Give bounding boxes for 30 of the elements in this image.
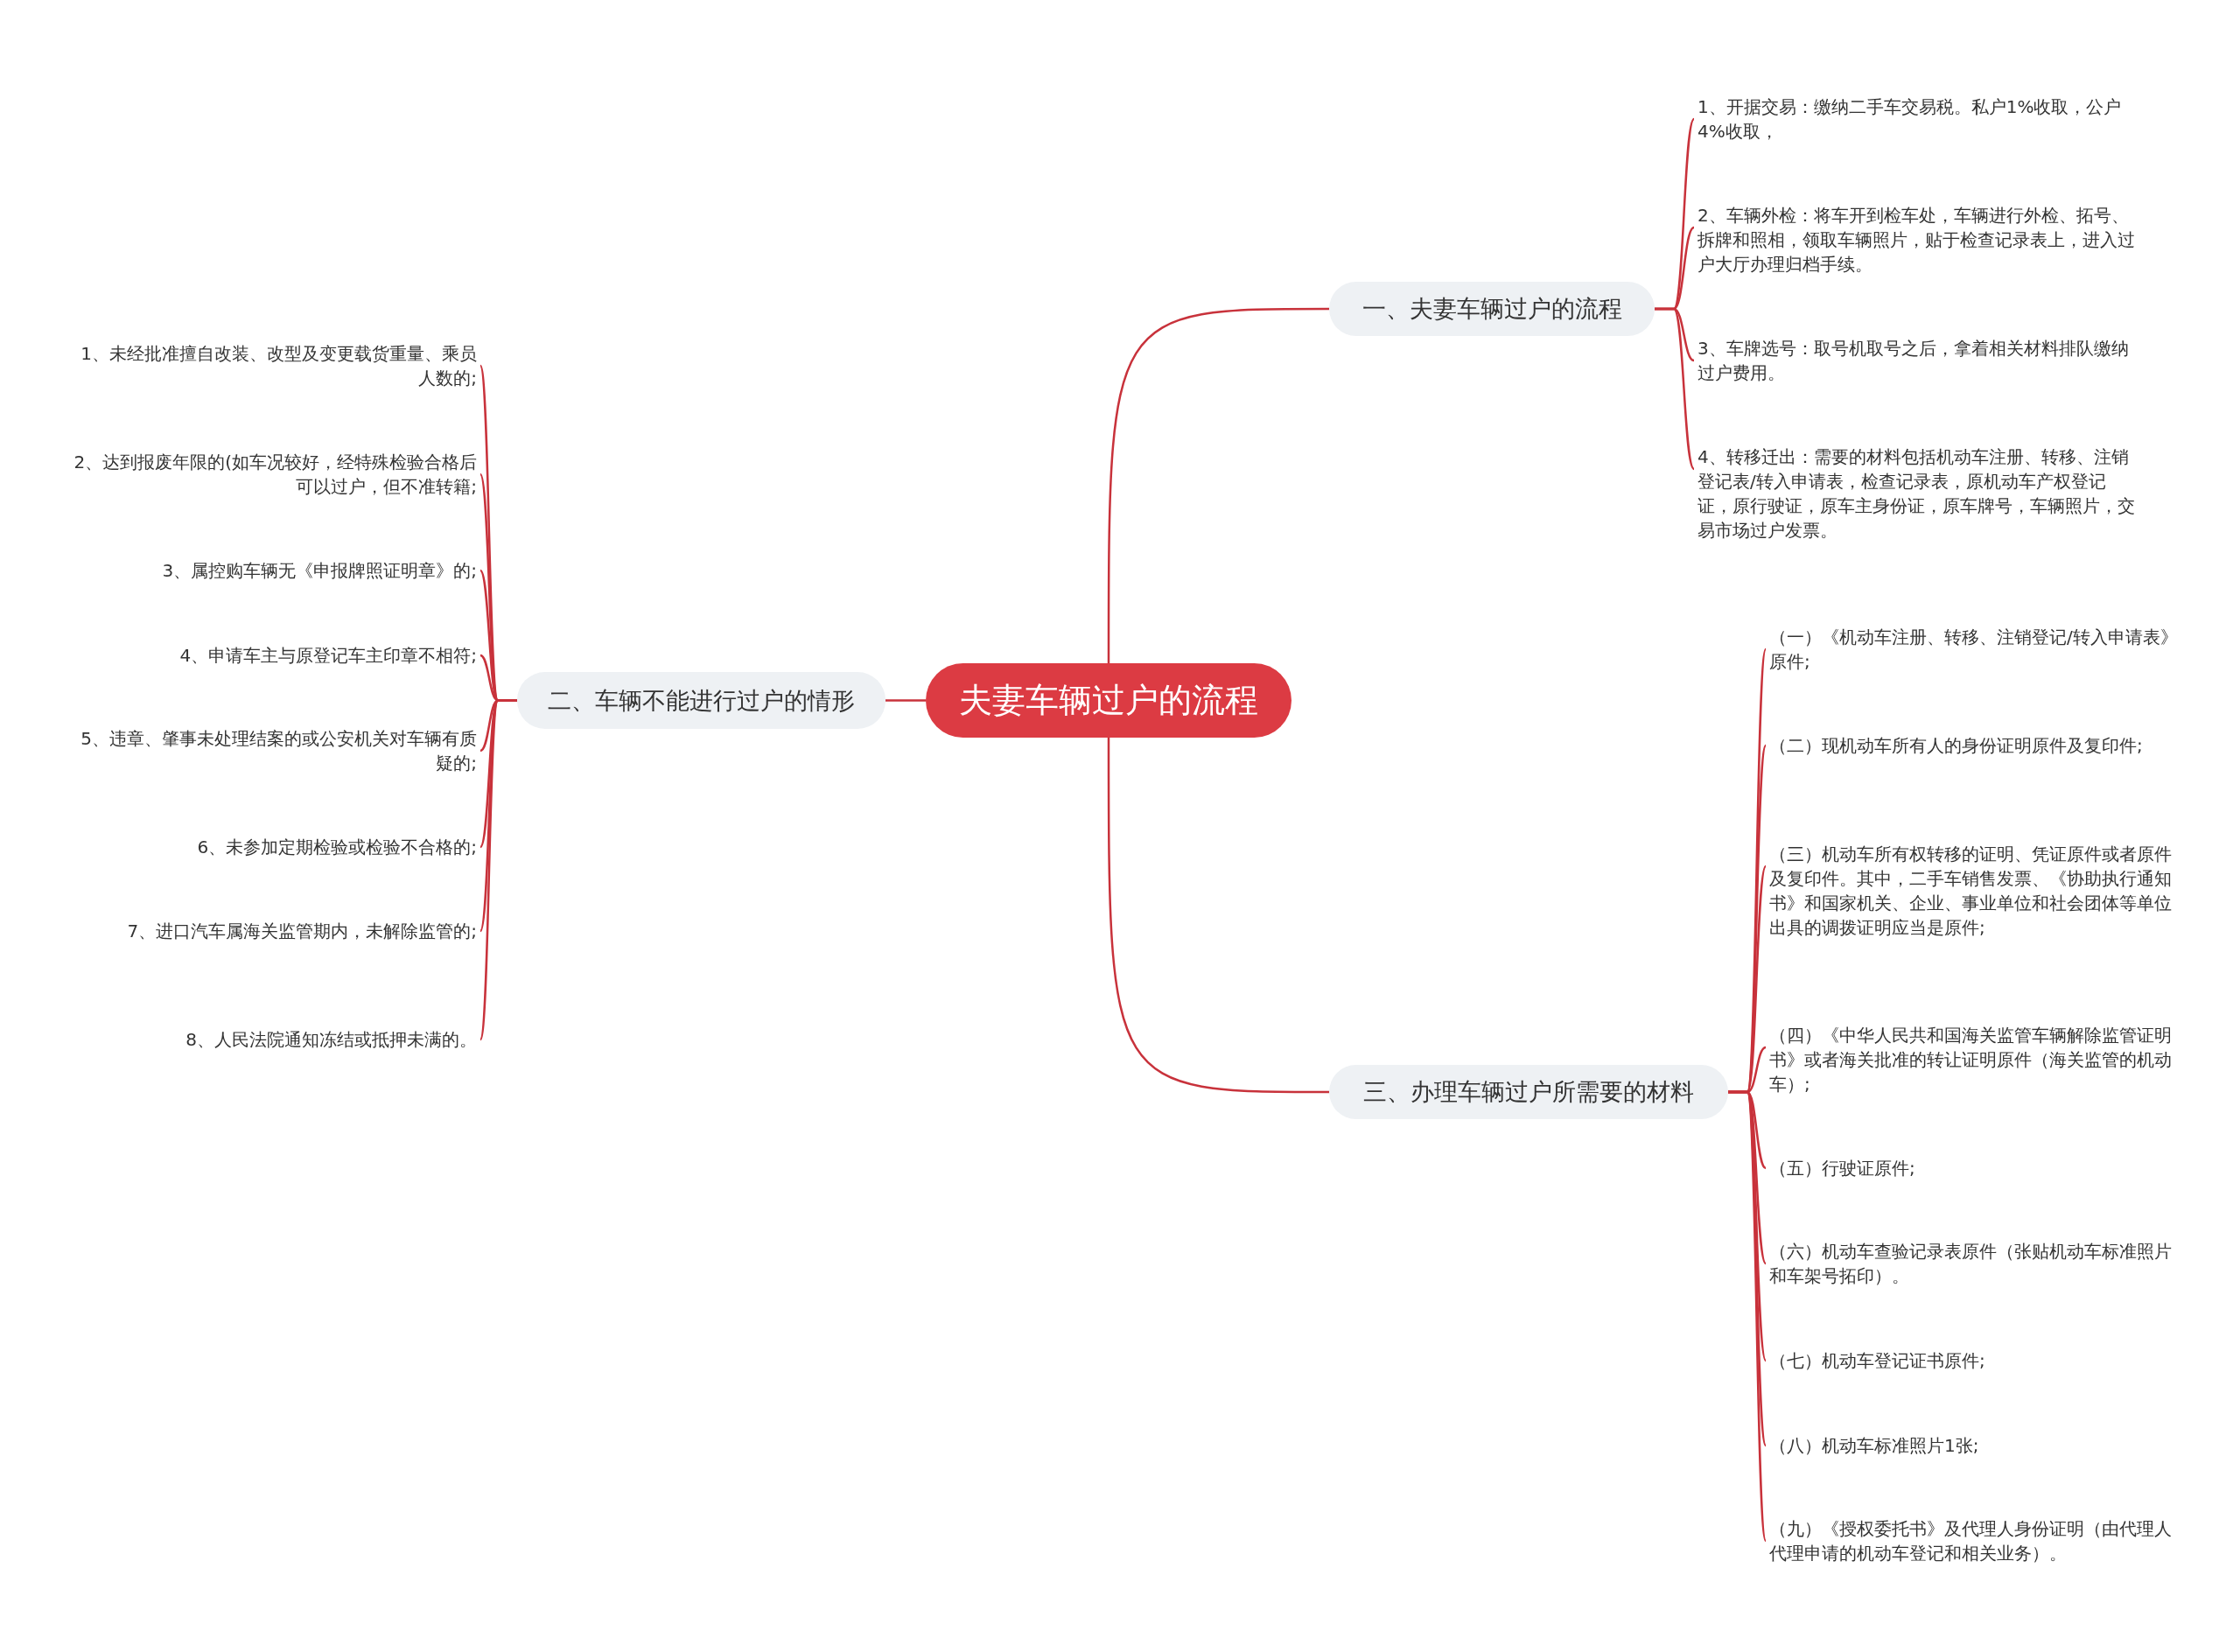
connector-line <box>886 699 926 702</box>
leaf-text: 1、开据交易：缴纳二手车交易税。私户1%收取，公户4%收取， <box>1698 94 2135 144</box>
leaf-text: 4、转移迁出：需要的材料包括机动车注册、转移、注销登记表/转入申请表，检查记录表，原机动车产权登记证，原行驶证，原车主身份证，原车牌号，车辆照片，交易市场过户发票。 <box>1698 444 2135 542</box>
leaf-text: 6、未参加定期检验或检验不合格的; <box>70 835 477 859</box>
leaf-text: （二）现机动车所有人的身份证明原件及复印件; <box>1769 733 2179 758</box>
central-topic: 夫妻车辆过户的流程 <box>926 663 1292 738</box>
leaf-text: （六）机动车查验记录表原件（张贴机动车标准照片和车架号拓印）。 <box>1769 1239 2179 1288</box>
leaf-text: 8、人民法院通知冻结或抵押未满的。 <box>70 1027 477 1052</box>
leaf-text: （一）《机动车注册、转移、注销登记/转入申请表》原件; <box>1769 625 2179 674</box>
branch-topic: 三、办理车辆过户所需要的材料 <box>1329 1065 1728 1119</box>
connector-line <box>1107 307 1329 663</box>
branch-topic: 二、车辆不能进行过户的情形 <box>517 672 886 729</box>
leaf-text: 1、未经批准擅自改装、改型及变更载货重量、乘员人数的; <box>70 341 477 390</box>
leaf-text: 2、车辆外检：将车开到检车处，车辆进行外检、拓号、拆牌和照相，领取车辆照片，贴于检查记录表上，进入过户大厅办理归档手续。 <box>1698 203 2135 276</box>
leaf-text: （九）《授权委托书》及代理人身份证明（由代理人代理申请的机动车登记和相关业务）。 <box>1769 1516 2179 1565</box>
leaf-text: （五）行驶证原件; <box>1769 1156 2179 1180</box>
leaf-text: （八）机动车标准照片1张; <box>1769 1433 2179 1458</box>
connector-line <box>1107 738 1329 1094</box>
leaf-text: 2、达到报废年限的(如车况较好，经特殊检验合格后可以过户，但不准转籍; <box>70 450 477 499</box>
connector-line <box>1655 307 1695 470</box>
leaf-text: 7、进口汽车属海关监管期内，未解除监管的; <box>70 919 477 943</box>
branch-topic: 一、夫妻车辆过户的流程 <box>1329 282 1655 336</box>
leaf-text: 3、属控购车辆无《申报牌照证明章》的; <box>70 558 477 583</box>
leaf-text: （七）机动车登记证书原件; <box>1769 1348 2179 1373</box>
connector-line <box>479 699 517 1040</box>
leaf-text: 5、违章、肇事未处理结案的或公安机关对车辆有质疑的; <box>70 726 477 775</box>
leaf-text: 3、车牌选号：取号机取号之后，拿着相关材料排队缴纳过户费用。 <box>1698 336 2135 385</box>
leaf-text: （三）机动车所有权转移的证明、凭证原件或者原件及复印件。其中，二手车销售发票、《协助执行通知书》和国家机关、企业、事业单位和社会团体等单位出具的调拨证明应当是原件; <box>1769 842 2179 940</box>
leaf-text: （四）《中华人民共和国海关监管车辆解除监管证明书》或者海关批准的转让证明原件（海关监管的机动车）; <box>1769 1023 2179 1096</box>
leaf-text: 4、申请车主与原登记车主印章不相符; <box>70 643 477 668</box>
